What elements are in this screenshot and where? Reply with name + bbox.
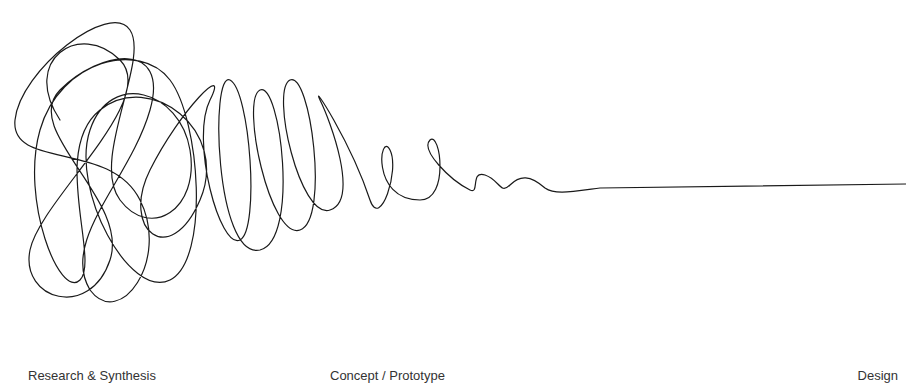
- stage-label: Research & Synthesis: [28, 368, 156, 384]
- stage-label: Concept / Prototype: [330, 368, 445, 384]
- squiggle-line: [15, 23, 906, 302]
- stage-label: Design: [858, 368, 898, 384]
